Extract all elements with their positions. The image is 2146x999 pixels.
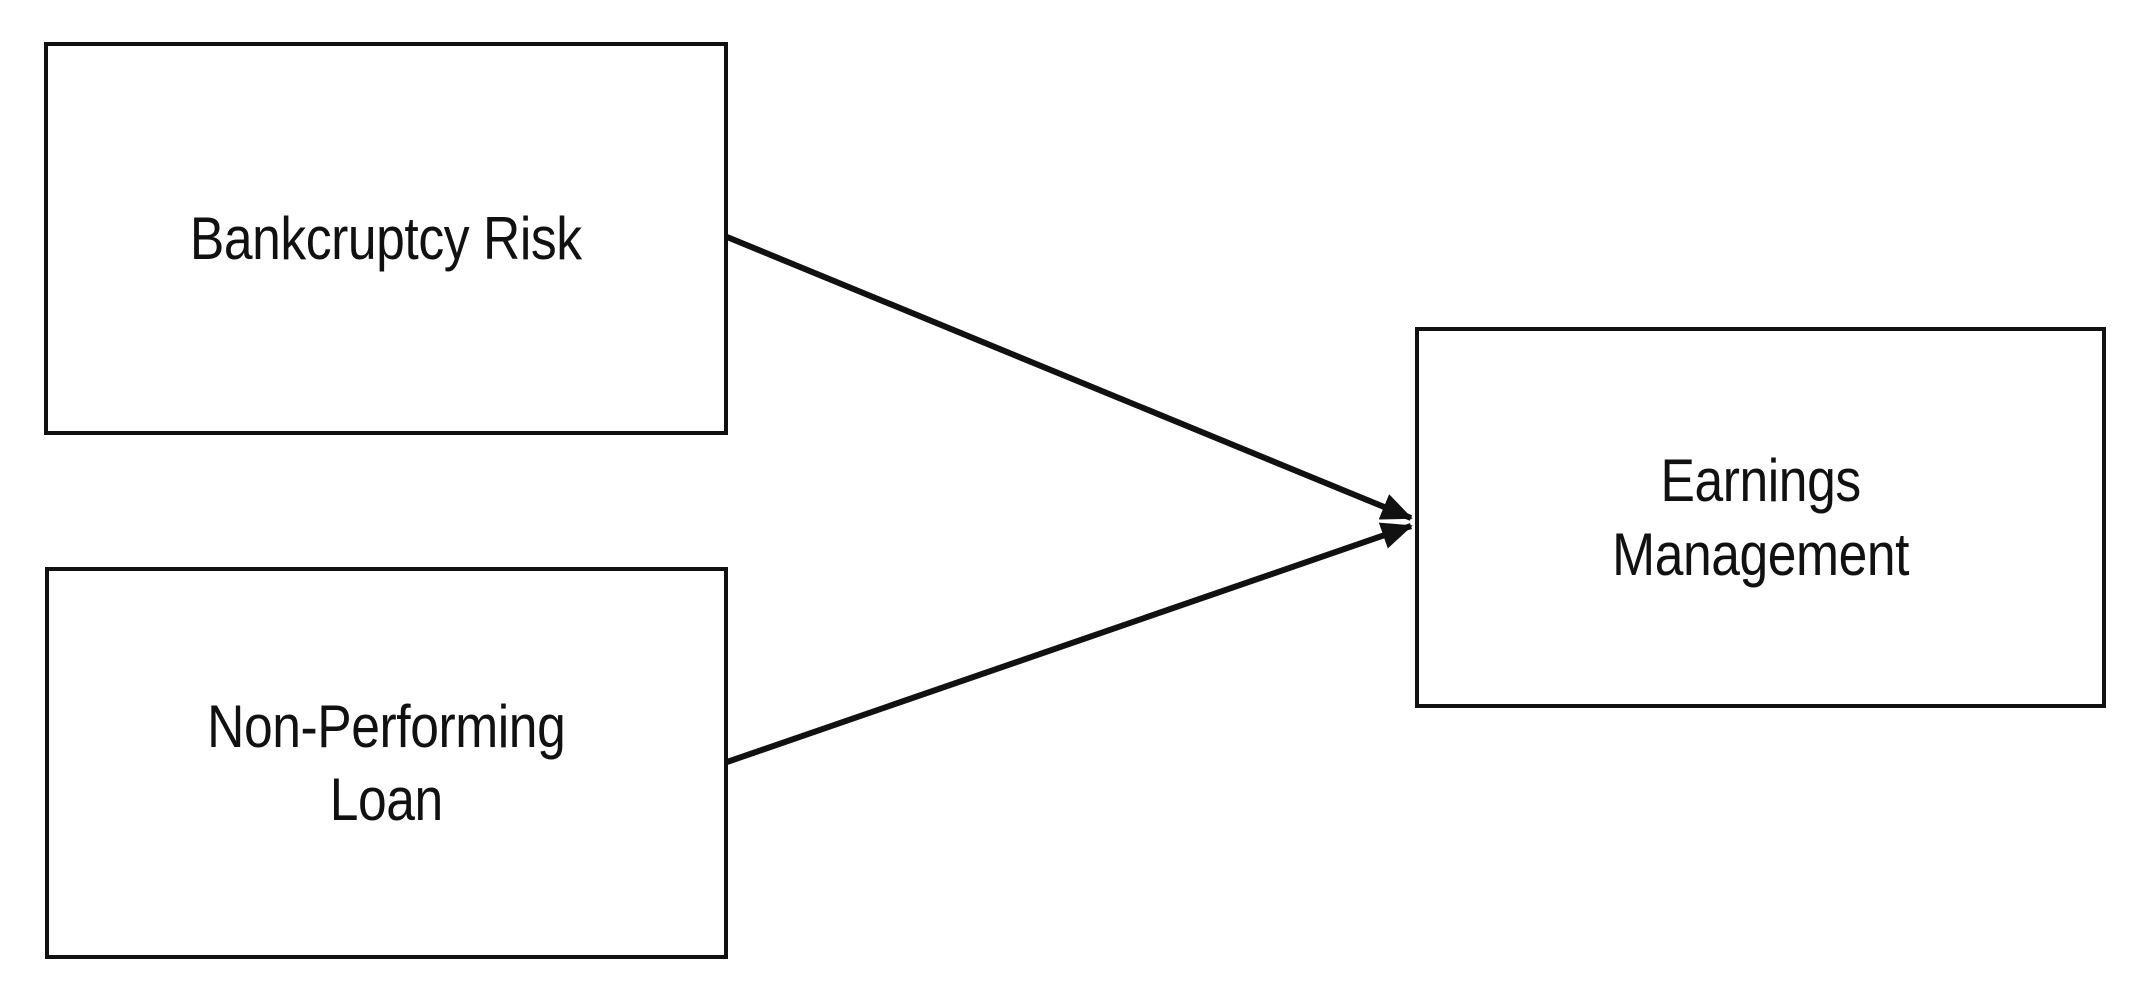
node-non-performing-loan[interactable]: Non-Performing Loan	[45, 567, 728, 959]
edge-bankruptcy-to-earnings	[725, 234, 1413, 521]
edge-npl-to-earnings	[726, 522, 1413, 765]
node-bankruptcy-risk-label: Bankcruptcy Risk	[190, 204, 582, 272]
node-earnings-management-label: Earnings Management	[1612, 447, 1909, 588]
node-earnings-management[interactable]: Earnings Management	[1415, 327, 2106, 708]
node-bankruptcy-risk[interactable]: Bankcruptcy Risk	[44, 42, 728, 435]
node-non-performing-loan-label: Non-Performing Loan	[207, 692, 566, 833]
